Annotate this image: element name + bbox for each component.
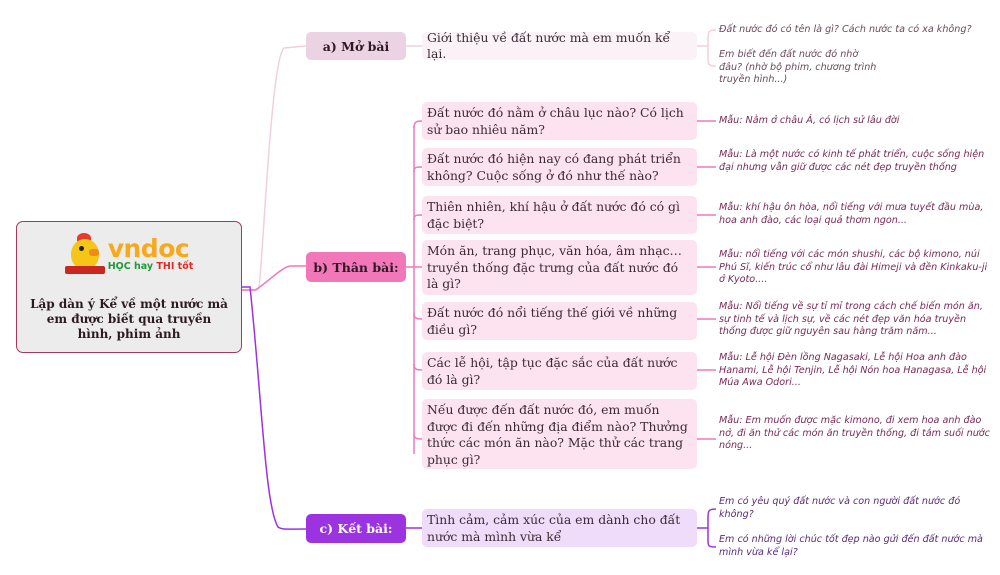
vndoc-logo: vndoc HỌC hay THI tốt (64, 231, 194, 279)
brand-name: vndoc (107, 234, 190, 263)
root-node[interactable]: vndoc HỌC hay THI tốt Lập dàn ý Kể về mộ… (16, 221, 242, 353)
slogan-part1: HỌC hay (107, 261, 154, 272)
section-b-sample-7: Mẫu: Em muốn được mặc kimono, đi xem hoa… (719, 415, 990, 451)
section-b-sample-5: Mẫu: Nổi tiếng về sự tỉ mỉ trong cách ch… (719, 301, 983, 337)
section-b-item-2[interactable]: Đất nước đó hiện nay có đang phát triển … (422, 148, 697, 186)
section-a-label[interactable]: a) Mở bài (306, 32, 406, 60)
section-b-sample-2: Mẫu: Là một nước có kinh tế phát triển, … (719, 149, 985, 173)
section-a-note-1: Đất nước đó có tên là gì? Cách nước ta c… (719, 24, 972, 35)
section-b-item-4[interactable]: Món ăn, trang phục, văn hóa, âm nhạc… tr… (422, 240, 697, 295)
section-b-sample-1: Mẫu: Nằm ở châu Á, có lịch sử lâu đời (719, 115, 900, 126)
section-a-content[interactable]: Giới thiệu về đất nước mà em muốn kể lại… (422, 30, 697, 61)
brand-slogan: HỌC hay THI tốt (108, 261, 194, 273)
section-b-sample-6: Mẫu: Lễ hội Đèn lồng Nagasaki, Lễ hội Ho… (719, 352, 987, 388)
section-b-item-5[interactable]: Đất nước đó nổi tiếng thế giới về những … (422, 302, 697, 340)
section-b-item-3[interactable]: Thiên nhiên, khí hậu ở đất nước đó có gì… (422, 196, 697, 234)
root-title: Lập dàn ý Kể về một nước mà em được biết… (30, 297, 228, 341)
chicken-mascot-icon (64, 233, 105, 277)
section-b-label[interactable]: b) Thân bài: (306, 252, 406, 282)
section-a-note-2: Em biết đến đất nước đó nhờ đâu? (nhờ bộ… (719, 49, 877, 85)
section-c-note-2: Em có những lời chúc tốt đẹp nào gửi đến… (719, 534, 983, 558)
section-b-item-6[interactable]: Các lễ hội, tập tục đặc sắc của đất nước… (422, 352, 697, 390)
slogan-part2: THI tốt (156, 261, 194, 272)
section-b-sample-4: Mẫu: nổi tiếng với các món shushi, các b… (719, 249, 988, 285)
section-c-content[interactable]: Tình cảm, cảm xúc của em dành cho đất nư… (422, 509, 697, 547)
section-b-item-1[interactable]: Đất nước đó nằm ở châu lục nào? Có lịch … (422, 102, 697, 140)
section-c-label[interactable]: c) Kết bài: (306, 514, 406, 543)
section-b-item-7[interactable]: Nếu được đến đất nước đó, em muốn được đ… (422, 399, 697, 469)
section-b-sample-3: Mẫu: khí hậu ôn hòa, nổi tiếng với mưa t… (719, 202, 984, 226)
section-c-note-1: Em có yêu quý đất nước và con người đất … (719, 496, 961, 520)
